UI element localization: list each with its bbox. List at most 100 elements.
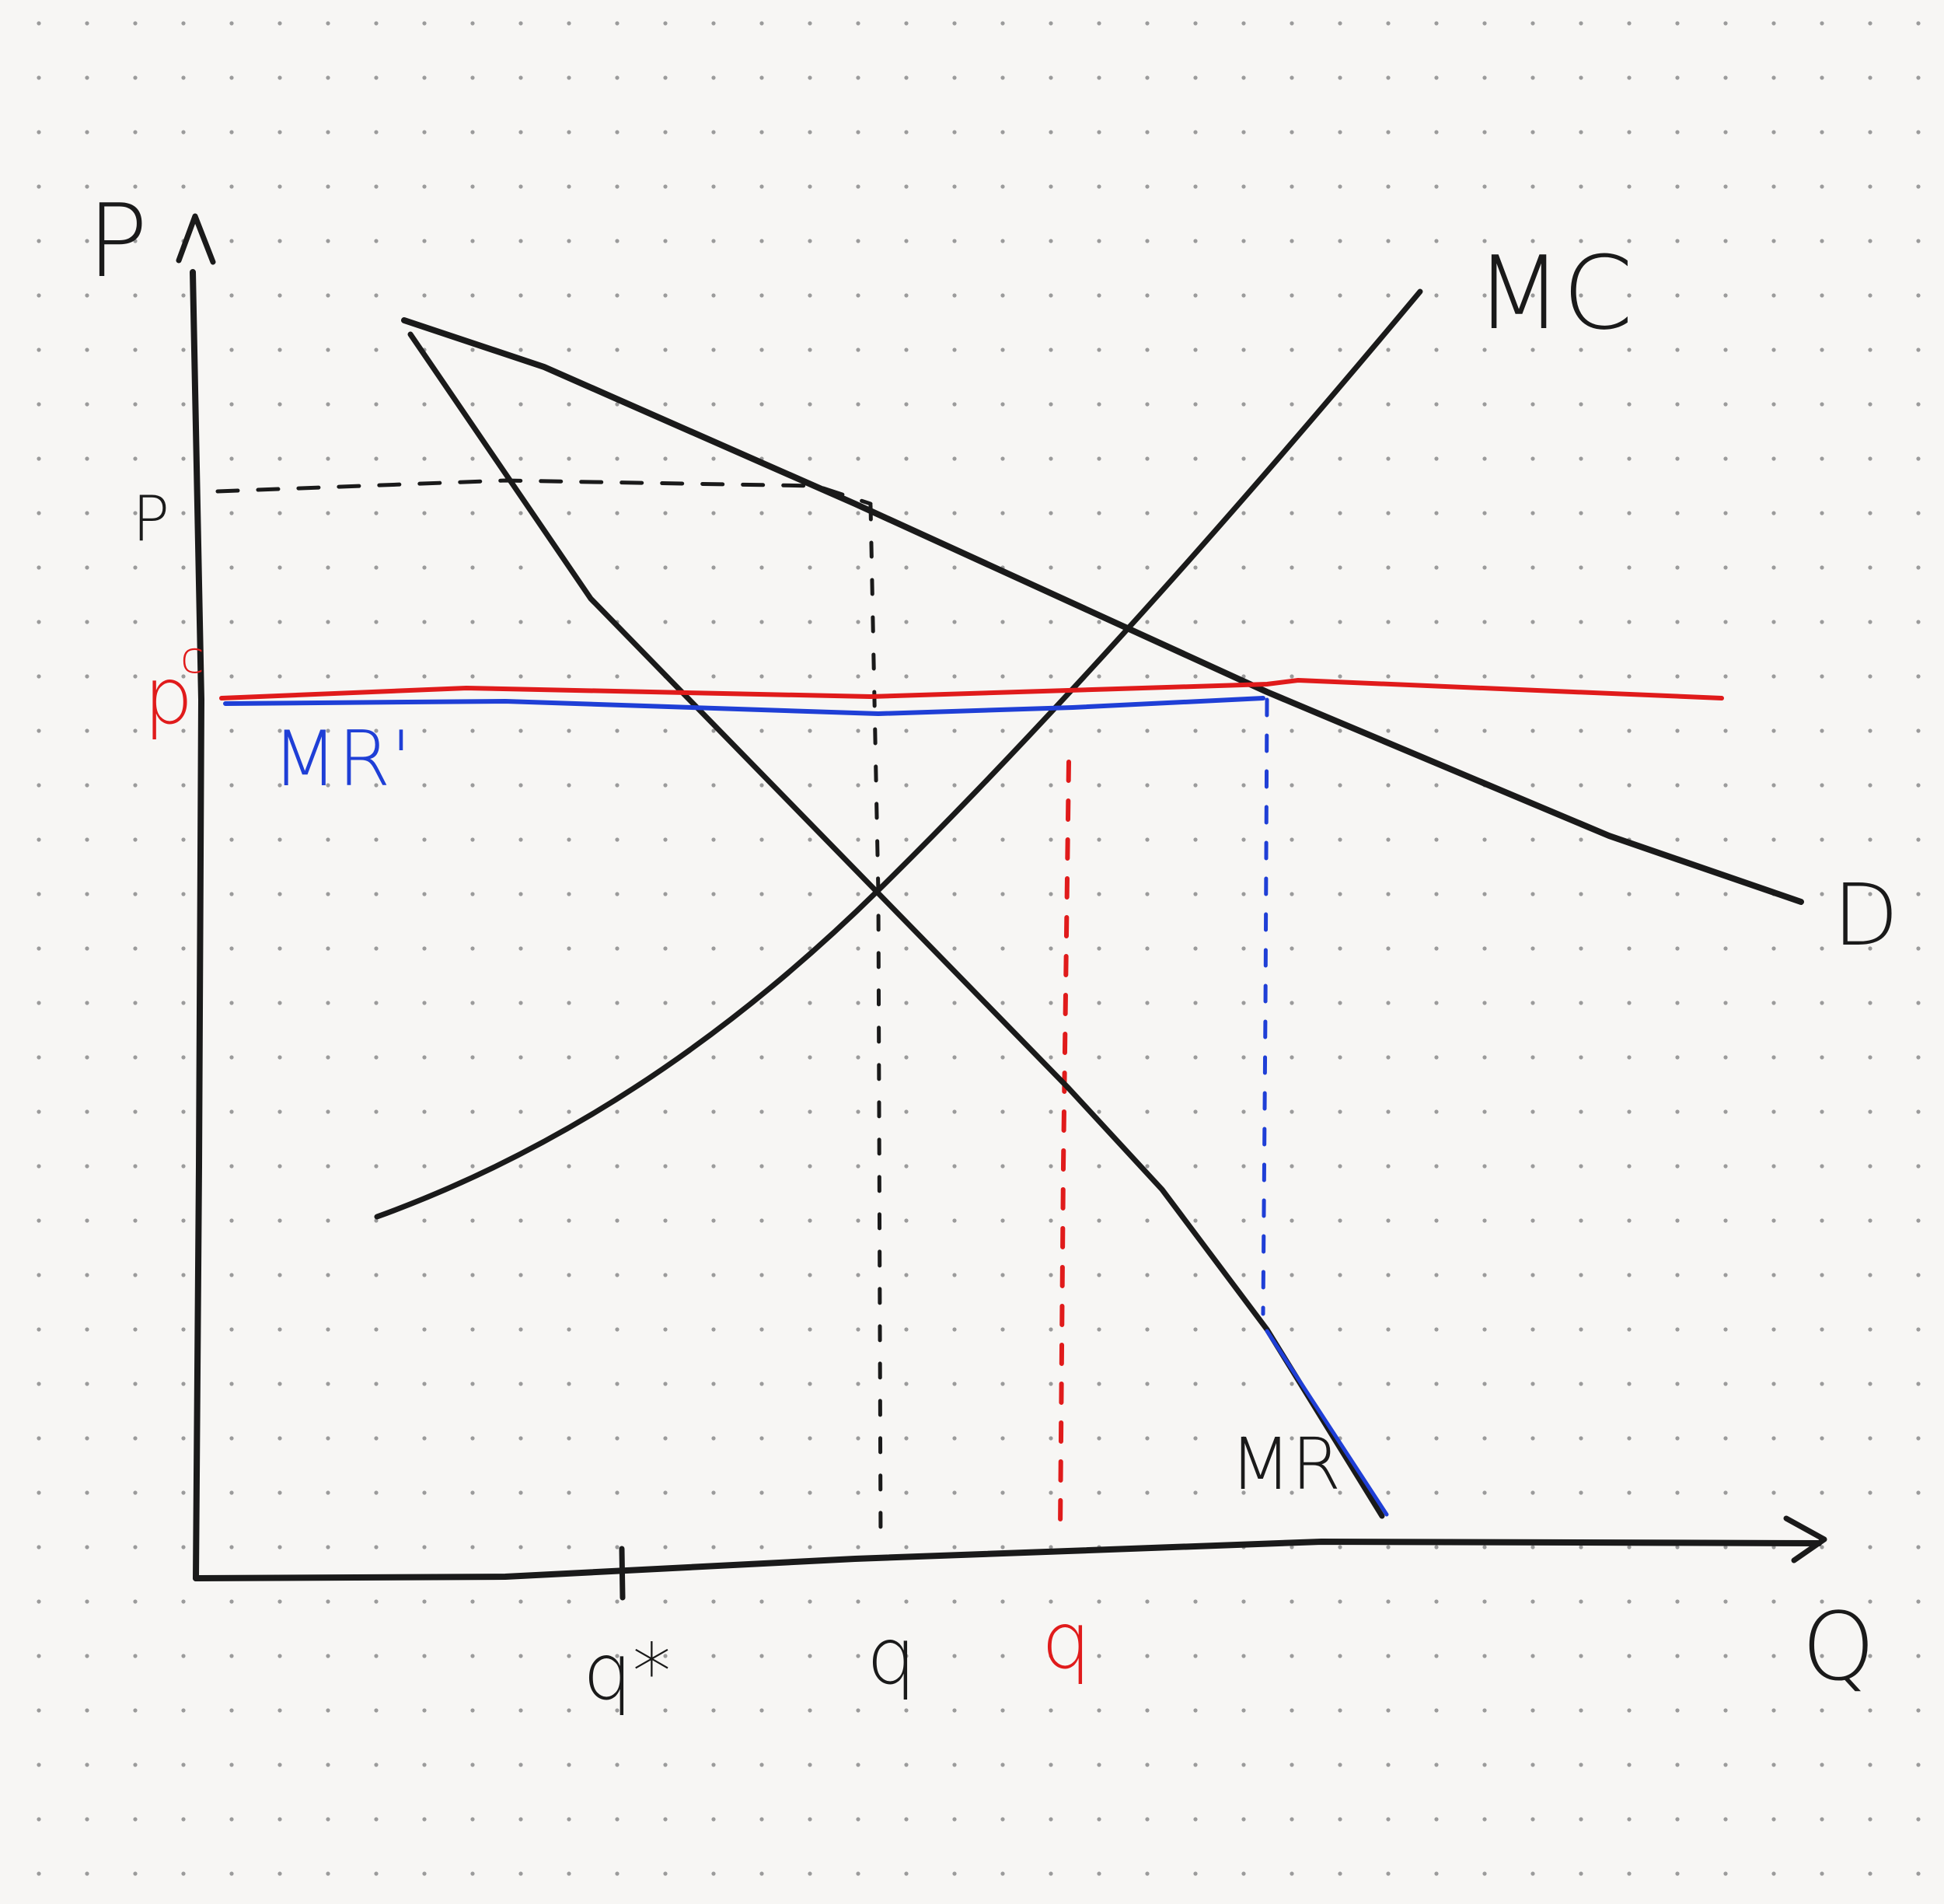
grid-dot <box>1579 1382 1583 1386</box>
grid-dot <box>470 1708 475 1713</box>
grid-dot <box>1627 1654 1632 1658</box>
grid-dot <box>1530 783 1535 788</box>
grid-dot <box>1771 21 1776 26</box>
grid-dot <box>1723 1763 1728 1767</box>
grid-dot <box>422 1273 427 1277</box>
grid-dot <box>1049 130 1053 135</box>
grid-dot <box>1434 1218 1439 1223</box>
grid-dot <box>1579 1817 1583 1822</box>
grid-dot <box>1049 728 1053 733</box>
grid-dot <box>1097 1763 1101 1767</box>
grid-dot <box>1338 184 1342 189</box>
grid-dot <box>1820 1055 1824 1060</box>
grid-dot <box>422 511 427 515</box>
grid-dot <box>808 892 812 896</box>
grid-dot <box>229 511 234 515</box>
grid-dot <box>277 1654 282 1658</box>
grid-dot <box>1579 1273 1583 1277</box>
grid-dot <box>759 728 764 733</box>
grid-dot <box>904 130 909 135</box>
grid-dot <box>1434 1654 1439 1658</box>
grid-dot <box>1097 1001 1101 1005</box>
grid-dot <box>1482 1490 1487 1495</box>
grid-dot <box>904 511 909 515</box>
grid-dot <box>1868 1273 1872 1277</box>
grid-dot <box>759 1001 764 1005</box>
grid-dot <box>711 348 716 352</box>
grid-dot <box>1723 348 1728 352</box>
grid-dot <box>1579 402 1583 407</box>
grid-dot <box>808 783 812 788</box>
grid-dot <box>1579 783 1583 788</box>
grid-dot <box>85 1327 89 1332</box>
grid-dot <box>952 456 957 461</box>
grid-dot <box>1579 1545 1583 1549</box>
grid-dot <box>277 75 282 80</box>
grid-dot <box>470 1164 475 1169</box>
grid-dot <box>133 293 138 298</box>
grid-dot <box>374 1708 379 1713</box>
grid-dot <box>326 1164 330 1169</box>
grid-dot <box>1820 1490 1824 1495</box>
grid-dot <box>470 620 475 624</box>
grid-dot <box>277 892 282 896</box>
grid-dot <box>808 1545 812 1549</box>
grid-dot <box>1290 1871 1294 1876</box>
grid-dot <box>1193 892 1198 896</box>
grid-dot <box>1000 1382 1005 1386</box>
grid-dot <box>1193 1273 1198 1277</box>
grid-dot <box>615 1817 619 1822</box>
grid-dot <box>37 837 41 842</box>
grid-dot <box>37 75 41 80</box>
grid-dot <box>1193 456 1198 461</box>
grid-dot <box>1000 1001 1005 1005</box>
grid-dot <box>1771 1164 1776 1169</box>
grid-dot <box>229 1817 234 1822</box>
grid-dot <box>277 1055 282 1060</box>
grid-dot <box>952 892 957 896</box>
grid-dot <box>1579 1055 1583 1060</box>
grid-dot <box>1241 892 1246 896</box>
grid-dot <box>1000 21 1005 26</box>
grid-dot <box>277 1599 282 1604</box>
grid-dot <box>759 293 764 298</box>
grid-dot <box>37 1545 41 1549</box>
grid-dot <box>374 402 379 407</box>
grid-dot <box>326 75 330 80</box>
grid-dot <box>1338 1708 1342 1713</box>
grid-dot <box>1386 1001 1391 1005</box>
grid-dot <box>1530 1164 1535 1169</box>
grid-dot <box>229 1654 234 1658</box>
grid-dot <box>567 1273 571 1277</box>
grid-dot <box>37 1327 41 1332</box>
grid-dot <box>374 1436 379 1441</box>
grid-dot <box>85 1599 89 1604</box>
grid-dot <box>181 1545 186 1549</box>
grid-dot <box>1338 511 1342 515</box>
grid-dot <box>1000 293 1005 298</box>
grid-dot <box>1579 1763 1583 1767</box>
demand-curve <box>401 317 1804 905</box>
grid-dot <box>374 565 379 570</box>
grid-dot <box>1049 565 1053 570</box>
grid-dot <box>952 1763 957 1767</box>
grid-dot <box>37 1708 41 1713</box>
grid-dot <box>518 239 523 243</box>
grid-dot <box>1868 293 1872 298</box>
grid-dot <box>1290 1164 1294 1169</box>
grid-dot <box>1723 620 1728 624</box>
grid-dot <box>1868 674 1872 679</box>
grid-dot <box>663 1763 668 1767</box>
grid-dot <box>1868 1654 1872 1658</box>
grid-dot <box>663 1708 668 1713</box>
grid-dot <box>1482 402 1487 407</box>
grid-dot <box>133 1490 138 1495</box>
grid-dot <box>470 1599 475 1604</box>
grid-dot <box>37 1218 41 1223</box>
grid-dot <box>374 293 379 298</box>
grid-dot <box>808 456 812 461</box>
grid-dot <box>1145 1763 1150 1767</box>
grid-dot <box>711 674 716 679</box>
grid-dot <box>37 783 41 788</box>
grid-dot <box>663 1654 668 1658</box>
